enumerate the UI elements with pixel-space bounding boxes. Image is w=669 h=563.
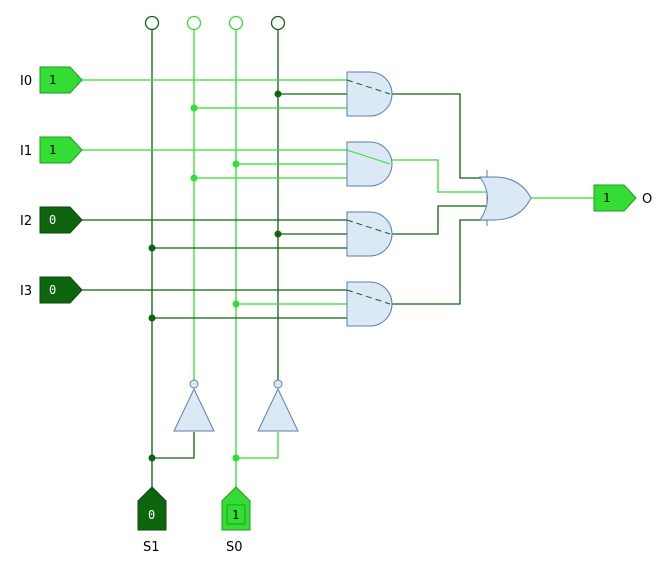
gate-internal-line [346, 149, 391, 165]
pin-label: I2 [20, 214, 32, 229]
junctions [148, 90, 282, 462]
and-gates [346, 71, 393, 327]
bus-probes [144, 15, 286, 31]
and-gate-3[interactable] [346, 211, 393, 257]
inverter-bubble [273, 379, 283, 389]
pin-value: 1 [49, 143, 56, 157]
pin-label: S1 [143, 540, 160, 555]
wire-s1-to-inverter [152, 432, 195, 459]
and-gate-1[interactable] [346, 71, 393, 117]
pin-body [221, 486, 251, 531]
input-pin-i3[interactable]: 0 I3 [20, 276, 83, 304]
junction-dot [274, 230, 282, 238]
probe-s0-bus [228, 15, 244, 31]
junction-dot [148, 244, 156, 252]
pin-value: 0 [49, 213, 56, 227]
gate-internal-line [346, 79, 391, 95]
junction-dot [148, 314, 156, 322]
pin-body [137, 486, 167, 531]
wire-and1-out [390, 93, 489, 179]
probe-s0n-bus [186, 15, 202, 31]
pin-label: O [642, 192, 652, 207]
pin-value: 1 [232, 508, 239, 522]
inverter-bubble [189, 379, 199, 389]
pin-value: 1 [49, 73, 56, 87]
junction-dot [274, 90, 282, 98]
pin-body [39, 66, 83, 94]
wire-and2-out [390, 159, 490, 193]
and-gate-4[interactable] [346, 281, 393, 327]
pin-label: S0 [226, 540, 243, 555]
gate-internal-line [346, 219, 391, 235]
inverter-s0[interactable] [257, 379, 299, 432]
pin-label: I1 [20, 144, 32, 159]
wires [82, 30, 594, 490]
pin-label: I3 [20, 284, 32, 299]
wire-s0-to-inverter [236, 432, 279, 459]
gate-internal-line [346, 289, 391, 305]
junction-dot [232, 454, 240, 462]
junction-dot [148, 454, 156, 462]
pin-body [593, 184, 637, 212]
pin-body [39, 276, 83, 304]
wire-and3-out [390, 205, 490, 235]
pin-value: 0 [49, 283, 56, 297]
wire-and4-out [390, 219, 489, 305]
input-pin-i0[interactable]: 1 I0 [20, 66, 83, 94]
pin-body [39, 136, 83, 164]
probe-s1-bus [144, 15, 160, 31]
pin-body [39, 206, 83, 234]
pin-value: 1 [603, 191, 610, 205]
pin-value: 0 [148, 508, 155, 522]
output-pin-o[interactable]: 1 O [593, 184, 652, 212]
select-pin-s1[interactable]: 0 S1 [137, 486, 167, 555]
input-pin-i2[interactable]: 0 I2 [20, 206, 83, 234]
pin-value-box [226, 504, 246, 525]
and-gate-2[interactable] [346, 141, 393, 187]
probe-s1n-bus [270, 15, 286, 31]
inverter-s1[interactable] [173, 379, 215, 432]
or-gate[interactable] [479, 170, 532, 226]
junction-dot [232, 160, 240, 168]
select-pin-s0[interactable]: 1 S0 [221, 486, 251, 555]
junction-dot [232, 300, 240, 308]
junction-dot [190, 174, 198, 182]
junction-dot [190, 104, 198, 112]
input-pin-i1[interactable]: 1 I1 [20, 136, 83, 164]
pin-label: I0 [20, 74, 32, 89]
